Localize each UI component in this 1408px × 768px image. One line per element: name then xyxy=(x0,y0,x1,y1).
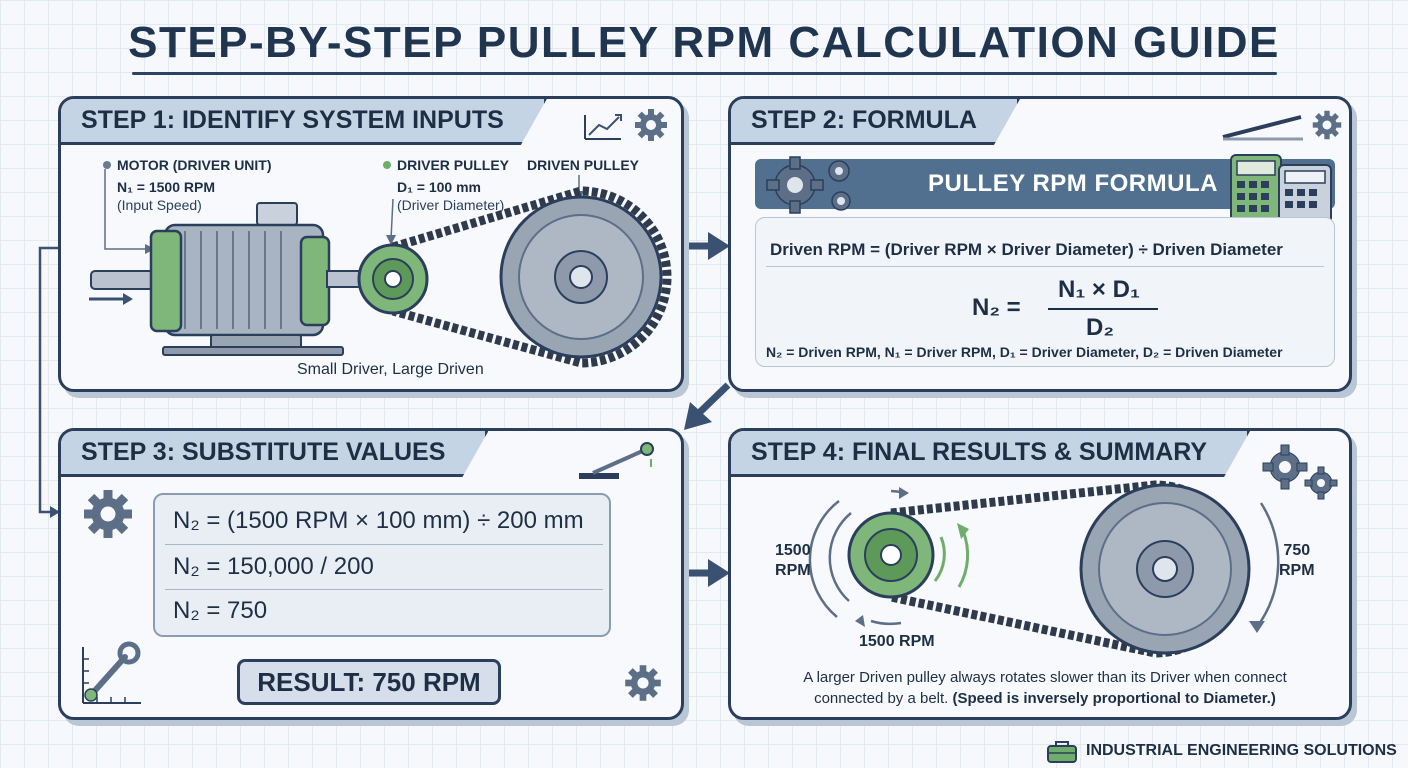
motor-pulley-illustration xyxy=(89,169,672,368)
step1-panel: STEP 1: IDENTIFY SYSTEM INPUTS MOTOR (DR… xyxy=(58,96,684,392)
driver-speed-bottom: 1500 RPM xyxy=(859,633,935,650)
step2-heading: STEP 2: FORMULA xyxy=(731,99,1020,145)
formula-numerator: N₁ × D₁ xyxy=(1058,276,1140,303)
step4-panel: STEP 4: FINAL RESULTS & SUMMARY xyxy=(728,428,1352,720)
driven-speed-value: 750 xyxy=(1283,542,1311,559)
calc-line: N₂ = (1500 RPM × 100 mm) ÷ 200 mm xyxy=(173,507,584,534)
lever-icon xyxy=(579,442,654,479)
wrench-icon xyxy=(82,641,141,704)
driver-pulley-label: DRIVER PULLEY xyxy=(383,157,509,173)
driver-pulley-label-text: DRIVER PULLEY xyxy=(397,157,510,173)
summary-text: A larger Driven pulley always rotates sl… xyxy=(755,667,1335,709)
driven-speed-unit: RPM xyxy=(1279,562,1315,579)
gear-icon xyxy=(1262,444,1338,500)
summary-line-2-start: connected by a belt. xyxy=(814,690,953,707)
step1-caption: Small Driver, Large Driven xyxy=(297,361,484,378)
driver-diameter-note: (Driver Diameter) xyxy=(397,197,505,213)
page-title: STEP-BY-STEP PULLEY RPM CALCULATION GUID… xyxy=(128,18,1280,67)
driver-speed-unit: RPM xyxy=(775,562,811,579)
calculator-icon xyxy=(1230,154,1332,224)
bullet-dot xyxy=(383,161,391,169)
variable-legend: N₂ = Driven RPM, N₁ = Driver RPM, D₁ = D… xyxy=(766,344,1283,360)
gear-icon xyxy=(1312,110,1342,140)
chart-icon xyxy=(584,114,622,140)
formula-divider xyxy=(766,266,1324,267)
summary-emphasis: (Speed is inversely proportional to Diam… xyxy=(952,690,1276,707)
bullet-dot xyxy=(103,161,111,169)
arrow-right-icon xyxy=(684,232,730,260)
lever-icon xyxy=(1222,115,1303,141)
title-underline xyxy=(132,72,1277,75)
result-badge: RESULT: 750 RPM xyxy=(237,659,501,705)
motor-label: MOTOR (DRIVER UNIT) xyxy=(103,157,272,173)
driven-speed-label: 750 RPM xyxy=(1279,541,1315,581)
driver-diameter-value: D₁ = 100 mm xyxy=(397,179,481,195)
step1-heading: STEP 1: IDENTIFY SYSTEM INPUTS xyxy=(61,99,547,145)
footer-brand-text: INDUSTRIAL ENGINEERING SOLUTIONS xyxy=(1086,742,1397,759)
calc-divider xyxy=(165,589,603,590)
gear-icon xyxy=(635,109,667,141)
formula-lhs: N₂ = xyxy=(972,294,1021,321)
formula-box: Driven RPM = (Driver RPM × Driver Diamet… xyxy=(755,217,1335,367)
substitution-box: N₂ = (1500 RPM × 100 mm) ÷ 200 mm N₂ = 1… xyxy=(153,493,611,637)
driver-speed-label: 1500 RPM xyxy=(775,541,811,581)
step4-heading: STEP 4: FINAL RESULTS & SUMMARY xyxy=(731,431,1250,477)
arrow-down-left-icon xyxy=(684,382,731,430)
driver-speed-value: 1500 xyxy=(775,542,811,559)
calc-divider xyxy=(165,544,603,545)
gear-icon xyxy=(84,490,132,538)
motor-rpm-value: N₁ = 1500 RPM xyxy=(117,179,215,195)
summary-line-1: A larger Driven pulley always rotates sl… xyxy=(803,669,1287,686)
step3-heading: STEP 3: SUBSTITUTE VALUES xyxy=(61,431,488,477)
calc-line: N₂ = 150,000 / 200 xyxy=(173,553,374,580)
motor-label-text: MOTOR (DRIVER UNIT) xyxy=(117,157,272,173)
formula-banner-title: PULLEY RPM FORMULA xyxy=(928,170,1218,197)
motor-note: (Input Speed) xyxy=(117,197,202,213)
pulley-summary-illustration xyxy=(808,480,1280,658)
formula-denominator: D₂ xyxy=(1086,314,1114,341)
driven-pulley-label: DRIVEN PULLEY xyxy=(527,157,640,173)
summary-line-2: connected by a belt. (Speed is inversely… xyxy=(755,688,1335,709)
word-formula: Driven RPM = (Driver RPM × Driver Diamet… xyxy=(770,240,1283,259)
arrow-right-icon xyxy=(684,559,730,587)
gear-icon xyxy=(766,156,851,214)
step2-panel: STEP 2: FORMULA PULLEY RPM FORMULA xyxy=(728,96,1352,392)
gear-icon xyxy=(625,665,661,701)
calc-line: N₂ = 750 xyxy=(173,597,268,624)
side-connector-line xyxy=(38,246,60,518)
footer-brand: INDUSTRIAL ENGINEERING SOLUTIONS xyxy=(1047,737,1398,765)
toolbox-icon xyxy=(1047,741,1077,763)
fraction-bar xyxy=(1048,308,1158,310)
step3-panel: STEP 3: SUBSTITUTE VALUES N₂ = (1500 RPM… xyxy=(58,428,684,720)
